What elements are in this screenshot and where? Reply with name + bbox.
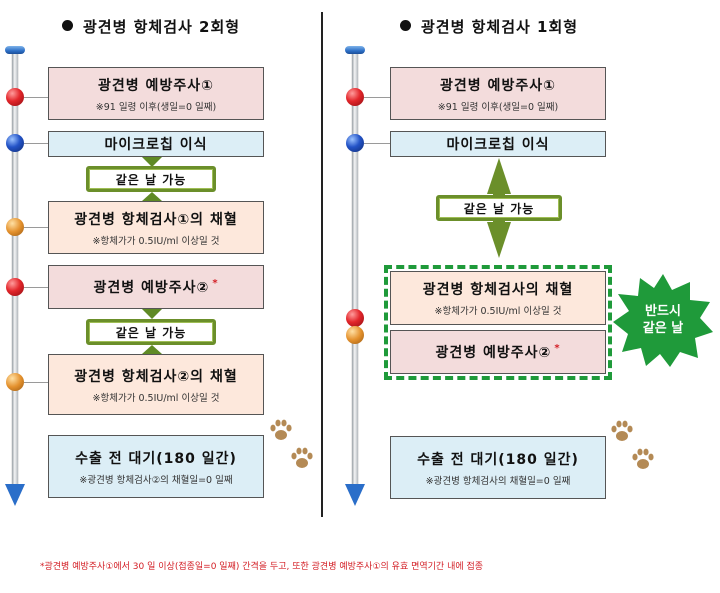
blue-ball-icon bbox=[346, 134, 364, 152]
paw-print-icon bbox=[611, 420, 633, 441]
connector-arrow-icon bbox=[142, 309, 162, 319]
footnote-text: 광견병 예방주사①에서 30 일 이상(접종일=0 일째) 간격을 두고, 또한… bbox=[44, 562, 484, 572]
step-microchip: 마이크로칩 이식 bbox=[390, 131, 606, 157]
step-note: ※항체가가 0.5IU/ml 이상일 것 bbox=[434, 306, 562, 317]
right-title-text: 광견병 항체검사 1회형 bbox=[421, 18, 579, 36]
orange-ball-icon bbox=[346, 326, 364, 344]
step-note: ※항체가가 0.5IU/ml 이상일 것 bbox=[92, 235, 220, 247]
left-title: 광견병 항체검사 2회형 bbox=[62, 16, 240, 37]
step-pre-export-wait: 수출 전 대기(180 일간) ※광견병 항체검사②의 채혈일=0 일째 bbox=[48, 435, 264, 498]
same-day-text: 같은 날 가능 bbox=[463, 201, 535, 216]
step-title: 광견병 항체검사②의 채혈 bbox=[74, 368, 238, 385]
connector-arrow-icon bbox=[142, 345, 162, 354]
center-divider bbox=[321, 12, 323, 517]
same-day-label: 같은 날 가능 bbox=[86, 319, 216, 345]
blue-ball-icon bbox=[6, 134, 24, 152]
red-ball-icon bbox=[346, 309, 364, 327]
left-timeline-arrow-icon bbox=[5, 484, 25, 506]
connector-arrow-icon bbox=[142, 157, 162, 167]
paw-print-icon bbox=[291, 447, 313, 468]
same-day-group bbox=[384, 265, 612, 380]
bullet-icon bbox=[62, 20, 73, 31]
right-timeline-pole bbox=[352, 48, 358, 488]
same-day-label: 같은 날 가능 bbox=[436, 195, 562, 221]
step-antibody-test-1: 광견병 항체검사①의 채혈 ※항체가가 0.5IU/ml 이상일 것 bbox=[48, 201, 264, 254]
connector-line bbox=[24, 227, 48, 228]
step-note: ※광견병 항체검사②의 채혈일=0 일째 bbox=[79, 474, 233, 486]
connector-line bbox=[364, 143, 390, 144]
step-title: 마이크로칩 이식 bbox=[446, 137, 550, 153]
must-same-day-badge: 반드시 같은 날 bbox=[610, 303, 716, 337]
connector-line bbox=[364, 97, 390, 98]
step-note: ※광견병 항체검사의 채혈일=0 일째 bbox=[425, 475, 571, 487]
right-timeline-cap bbox=[345, 46, 365, 54]
step-rabies-vaccine-1: 광견병 예방주사① ※91 일령 이후(생일=0 일째) bbox=[48, 67, 264, 120]
footnote-star: * bbox=[40, 562, 45, 572]
same-day-label: 같은 날 가능 bbox=[86, 166, 216, 192]
left-timeline-cap bbox=[5, 46, 25, 54]
step-title: 광견병 예방주사② bbox=[93, 280, 210, 296]
step-rabies-vaccine-1: 광견병 예방주사① ※91 일령 이후(생일=0 일째) bbox=[390, 67, 606, 120]
step-rabies-vaccine-2: 광견병 예방주사②* bbox=[390, 330, 606, 374]
step-antibody-test-2: 광견병 항체검사②의 채혈 ※항체가가 0.5IU/ml 이상일 것 bbox=[48, 354, 264, 415]
step-antibody-test: 광견병 항체검사의 채혈 ※항체가가 0.5IU/ml 이상일 것 bbox=[390, 271, 606, 325]
step-title: 수출 전 대기(180 일간) bbox=[417, 451, 579, 468]
connector-line bbox=[24, 143, 48, 144]
badge-line-2: 같은 날 bbox=[642, 321, 684, 336]
step-microchip: 마이크로칩 이식 bbox=[48, 131, 264, 157]
left-timeline-pole bbox=[12, 48, 18, 488]
step-note: ※91 일령 이후(생일=0 일째) bbox=[95, 101, 217, 113]
red-ball-icon bbox=[6, 88, 24, 106]
step-title: 광견병 예방주사① bbox=[98, 77, 214, 94]
connector-line bbox=[24, 382, 48, 383]
step-pre-export-wait: 수출 전 대기(180 일간) ※광견병 항체검사의 채혈일=0 일째 bbox=[390, 436, 606, 499]
step-title: 광견병 예방주사① bbox=[440, 77, 556, 94]
paw-print-icon bbox=[632, 448, 654, 469]
step-title: 광견병 항체검사의 채혈 bbox=[422, 282, 574, 298]
step-title: 마이크로칩 이식 bbox=[104, 137, 208, 153]
bullet-icon bbox=[400, 20, 411, 31]
step-note: ※91 일령 이후(생일=0 일째) bbox=[437, 101, 559, 113]
badge-line-1: 반드시 bbox=[645, 304, 681, 319]
step-note: ※항체가가 0.5IU/ml 이상일 것 bbox=[92, 392, 220, 404]
connector-line bbox=[24, 97, 48, 98]
red-ball-icon bbox=[6, 278, 24, 296]
footnote-star: * bbox=[554, 343, 561, 354]
step-title: 광견병 예방주사② bbox=[435, 345, 552, 361]
connector-line bbox=[24, 287, 48, 288]
same-day-text: 같은 날 가능 bbox=[115, 172, 187, 187]
connector-arrow-icon bbox=[142, 192, 162, 201]
step-rabies-vaccine-2: 광견병 예방주사②* bbox=[48, 265, 264, 309]
same-day-text: 같은 날 가능 bbox=[115, 325, 187, 340]
orange-ball-icon bbox=[6, 218, 24, 236]
red-ball-icon bbox=[346, 88, 364, 106]
paw-print-icon bbox=[270, 419, 292, 440]
step-title: 수출 전 대기(180 일간) bbox=[75, 450, 237, 467]
left-title-text: 광견병 항체검사 2회형 bbox=[83, 18, 241, 36]
right-timeline-arrow-icon bbox=[345, 484, 365, 506]
step-title: 광견병 항체검사①의 채혈 bbox=[74, 211, 238, 228]
right-title: 광견병 항체검사 1회형 bbox=[400, 16, 578, 37]
footnote: *광견병 예방주사①에서 30 일 이상(접종일=0 일째) 간격을 두고, 또… bbox=[40, 559, 483, 572]
footnote-star: * bbox=[212, 278, 219, 289]
orange-ball-icon bbox=[6, 373, 24, 391]
must-same-day-badge-icon bbox=[613, 274, 713, 367]
